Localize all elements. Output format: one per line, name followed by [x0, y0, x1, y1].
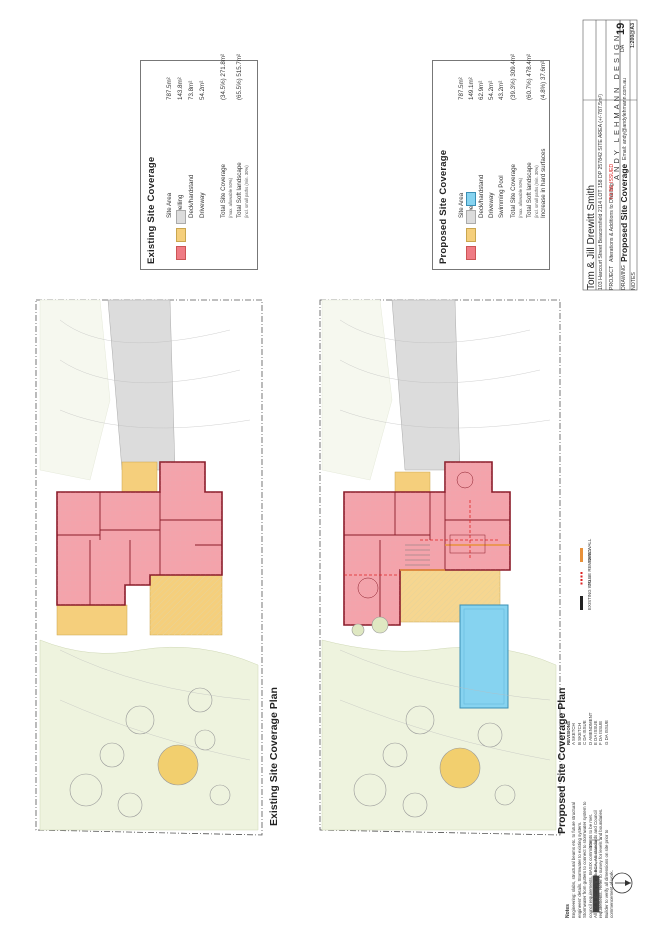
existing-soft-landscape	[39, 639, 259, 831]
proposed-total-site-label: Total Site Coverage	[510, 164, 517, 218]
wall-legend-symbols	[580, 548, 583, 610]
scale-bar	[592, 839, 600, 913]
existing-deck-label: Deck/hardstand	[188, 174, 195, 218]
existing-driveway-label: Driveway	[199, 192, 206, 218]
project-label: PROJECT	[609, 265, 615, 290]
sheet-prefix: DA	[620, 44, 626, 52]
contact-line: Email: andy@andylehmann.com.au	[622, 78, 628, 160]
existing-total-soft-label: Total Soft landscape	[236, 162, 243, 218]
existing-coverage-title: Existing Site Coverage	[146, 156, 157, 264]
existing-site-boundary	[35, 299, 263, 836]
proposed-deck-label: Deck/hardstand	[478, 174, 485, 218]
proposed-pool-value: 43.2m²	[498, 80, 505, 100]
existing-total-site-sub: (max. allowable 50%)	[228, 177, 233, 218]
proposed-driveway-label: Driveway	[488, 192, 495, 218]
revisions-block: REVISIONS A SKETCH B SKETCH C DA ISSUE D…	[566, 675, 609, 745]
proposed-pool-swatch	[466, 192, 476, 206]
existing-trees	[69, 687, 231, 818]
existing-total-site-value: (34.5%) 271.8m²	[220, 53, 227, 100]
proposed-total-soft-value: (60.7%) 478.4m²	[526, 53, 533, 100]
proposed-site-plan	[319, 299, 561, 836]
proposed-deck-swatch	[466, 228, 476, 242]
proposed-total-site-value: (39.3%) 309.4m²	[510, 53, 517, 100]
sheet-number: 19	[615, 22, 627, 35]
proposed-site-boundary	[319, 299, 561, 836]
drawing-scale: 1:200@A3	[630, 23, 636, 48]
existing-deck-value: 73.8m²	[188, 80, 195, 100]
existing-site-area-value: 787.5m²	[166, 77, 173, 100]
existing-deck-swatch	[176, 228, 186, 242]
proposed-total-soft-label: Total Soft landscape	[526, 162, 533, 218]
proposed-coverage-title: Proposed Site Coverage	[438, 149, 449, 264]
existing-plan-title: Existing Site Coverage Plan	[268, 687, 280, 826]
proposed-dwelling-swatch	[466, 246, 476, 260]
proposed-total-soft-sub: (incl. small paths (min. 30%)	[534, 165, 539, 218]
existing-driveway-swatch	[176, 210, 186, 224]
proposed-pool-label: Swimming Pool	[498, 175, 505, 218]
proposed-increase-value: (4.8%) 37.6m²	[540, 60, 547, 100]
notes-line: commencement of work.	[609, 870, 615, 918]
existing-site-area-label: Site Area	[166, 192, 173, 218]
title-block-frame	[582, 19, 638, 291]
existing-deck-side	[56, 604, 128, 636]
proposed-driveway-swatch	[466, 210, 476, 224]
revision-item: G DA ISSUE	[603, 720, 609, 745]
proposed-swimming-pool	[459, 604, 509, 709]
proposed-soft-landscape	[321, 639, 557, 831]
proposed-deck-value: 62.9m²	[478, 80, 485, 100]
existing-coverage-box	[140, 60, 258, 270]
drawing-label: DRAWING	[621, 265, 627, 290]
brand-logo-text: ANDY LEHMANN DESIGN	[612, 32, 621, 180]
site-address: 103 Harcourt Street Beaconsfield 2114 LO…	[598, 94, 604, 290]
existing-site-plan	[35, 299, 263, 836]
proposed-dwelling-value: 149.1m²	[468, 77, 475, 100]
notes-block: Notes Engineering: slabs, structural bea…	[565, 748, 615, 918]
proposed-site-area-value: 787.5m²	[458, 77, 465, 100]
proposed-driveway	[391, 299, 461, 471]
existing-driveway	[107, 299, 176, 471]
existing-total-soft-value: (65.5%) 515.7m²	[236, 53, 243, 100]
existing-driveway-value: 54.2m²	[199, 80, 206, 100]
proposed-driveway-value: 54.2m²	[488, 80, 495, 100]
notes-label: NOTES	[631, 272, 637, 290]
proposed-site-area-label: Site Area	[458, 192, 465, 218]
north-point-icon	[611, 872, 633, 894]
proposed-coverage-box	[432, 60, 550, 270]
existing-total-soft-sub: (incl. small paths (min. 30%)	[244, 165, 249, 218]
drawing-name: Proposed Site Coverage	[619, 163, 629, 262]
existing-dwelling-value: 143.8m²	[177, 77, 184, 100]
wall-legend-new: NEW WALL	[587, 538, 592, 562]
existing-dwelling-swatch	[176, 246, 186, 260]
existing-deck-front	[121, 461, 158, 498]
proposed-increase-label: Increase in hard surfaces	[540, 148, 547, 218]
existing-total-site-label: Total Site Coverage	[220, 164, 227, 218]
client-name: Tom & Jill Drewitt Smith	[586, 184, 597, 290]
proposed-trees	[351, 616, 516, 818]
proposed-total-site-sub: (max. allowable 50%)	[518, 177, 523, 218]
scale-bar-label: 10m	[588, 839, 593, 848]
